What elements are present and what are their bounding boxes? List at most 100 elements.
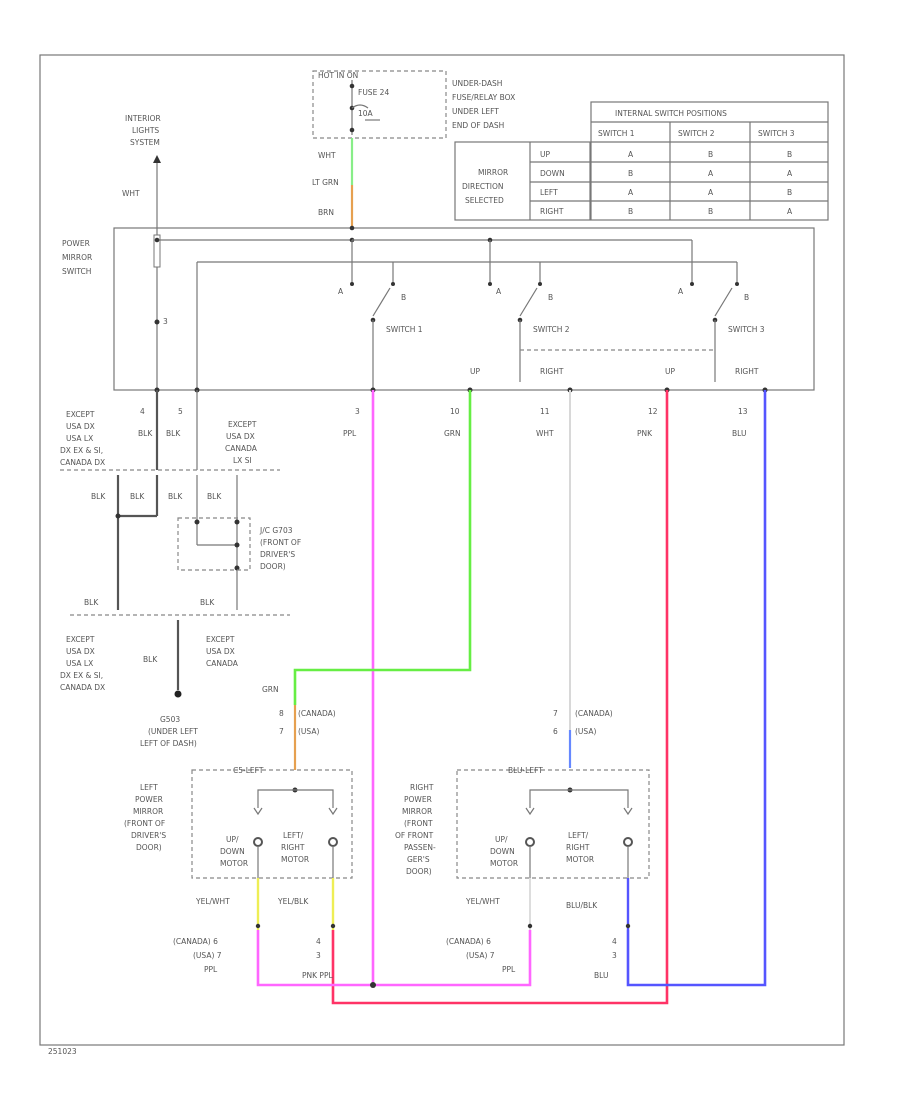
- conn-pin-4: 4: [316, 937, 321, 946]
- fuse-box: [312, 70, 447, 139]
- pin-12: 12: [648, 407, 658, 416]
- except-d-2: USA DX: [206, 647, 235, 656]
- wire-label-yel-wht: YEL/WHT: [195, 897, 230, 906]
- lm-label-5: DRIVER'S: [131, 831, 166, 840]
- wire-pnk: [331, 390, 669, 1005]
- switch2-blade: [519, 287, 538, 317]
- left-power-mirror: [191, 769, 353, 879]
- lm-connector: C5-LEFT: [233, 766, 264, 775]
- wire-ppl-return: [256, 930, 532, 987]
- pin-11: 11: [540, 407, 550, 416]
- table-cell: B: [628, 207, 633, 216]
- lm-lr-2: RIGHT: [281, 843, 305, 852]
- fuse-box-label: HOT IN ON: [318, 71, 358, 80]
- wire-label-blk: BLK: [200, 598, 215, 607]
- lm-ud-3: MOTOR: [220, 859, 248, 868]
- pin-10: 10: [450, 407, 460, 416]
- table-cell: B: [708, 207, 713, 216]
- jc-label-3: DRIVER'S: [260, 550, 295, 559]
- wire-label-blk: BLK: [130, 492, 145, 501]
- table-dir-right: RIGHT: [540, 207, 564, 216]
- table-cell: B: [787, 150, 792, 159]
- table-cell: B: [708, 150, 713, 159]
- table-cell: A: [708, 169, 714, 178]
- conn-canada-6: (CANADA) 6: [446, 937, 491, 946]
- conn-canada-6: (CANADA) 6: [173, 937, 218, 946]
- table-row-header-3: SELECTED: [465, 196, 504, 205]
- switch-position-table: [590, 101, 829, 221]
- table-cell: B: [628, 169, 633, 178]
- ground-icon: [174, 690, 182, 698]
- rm-label-2: POWER: [404, 795, 432, 804]
- up-down-motor-icon: [525, 837, 535, 847]
- except-d-1: EXCEPT: [206, 635, 235, 644]
- except-a-2: USA DX: [66, 422, 95, 431]
- wire-label-yel-blk: YEL/BLK: [277, 897, 309, 906]
- wire-label-pnk-ppl: PNK PPL: [302, 971, 333, 980]
- lm-canada: (CANADA): [298, 709, 336, 718]
- rm-label-7: GER'S: [407, 855, 430, 864]
- fuse-location-2: FUSE/RELAY BOX: [452, 93, 515, 102]
- switch3-label: SWITCH 3: [728, 325, 765, 334]
- switch1-label: SWITCH 1: [386, 325, 423, 334]
- rm-pin-6: 6: [553, 727, 558, 736]
- rm-label-5: OF FRONT: [395, 831, 434, 840]
- fuse-location-4: END OF DASH: [452, 121, 504, 130]
- wire-lt-grn-label: LT GRN: [312, 178, 339, 187]
- rm-connector: BLU-LEFT: [508, 766, 543, 775]
- fuse-name: FUSE 24: [358, 88, 389, 97]
- except-a-3: USA LX: [66, 434, 93, 443]
- except-c-4: DX EX & SI,: [60, 671, 103, 680]
- left-right-motor-icon: [328, 837, 338, 847]
- pin-4: 4: [140, 407, 145, 416]
- table-col-switch2: SWITCH 2: [678, 129, 715, 138]
- term-right-1: RIGHT: [540, 367, 564, 376]
- except-b-4: LX SI: [233, 456, 252, 465]
- rm-label-8: DOOR): [406, 867, 432, 876]
- ground-label-2: (UNDER LEFT: [148, 727, 198, 736]
- illumination-lamp: [153, 234, 161, 268]
- table-title: INTERNAL SWITCH POSITIONS: [615, 109, 727, 118]
- switch2-label: SWITCH 2: [533, 325, 570, 334]
- wire-label-blu: BLU: [732, 429, 746, 438]
- except-a-4: DX EX & SI,: [60, 446, 103, 455]
- switch3-blade: [714, 287, 733, 317]
- except-a-5: CANADA DX: [60, 458, 105, 467]
- term-up-1: UP: [470, 367, 480, 376]
- fuse-amp: 10A: [358, 109, 374, 118]
- pms-label-2: MIRROR: [62, 253, 92, 262]
- table-dir-down: DOWN: [540, 169, 565, 178]
- wire-label-blk: BLK: [143, 655, 158, 664]
- right-power-mirror: [456, 769, 650, 879]
- except-c-5: CANADA DX: [60, 683, 105, 692]
- table-cell: A: [628, 150, 634, 159]
- lm-label-2: POWER: [135, 795, 163, 804]
- up-down-motor-icon: [253, 837, 263, 847]
- rm-lr-2: RIGHT: [566, 843, 590, 852]
- lm-label-1: LEFT: [140, 783, 158, 792]
- wire-label-blk: BLK: [168, 492, 183, 501]
- lm-lr-1: LEFT/: [283, 831, 304, 840]
- interior-label-1: INTERIOR: [125, 114, 161, 123]
- wire-label-blk: BLK: [166, 429, 181, 438]
- wire-label-ppl: PPL: [502, 965, 516, 974]
- jc-label-1: J/C G703: [259, 526, 293, 535]
- wire-label-blk: BLK: [84, 598, 99, 607]
- term-right-2: RIGHT: [735, 367, 759, 376]
- pms-label-3: SWITCH: [62, 267, 91, 276]
- fuse-symbol: [351, 104, 369, 109]
- wire-grn: [293, 390, 472, 705]
- rm-label-1: RIGHT: [410, 783, 434, 792]
- internal-pin-label: 3: [163, 317, 168, 326]
- wire-blu: [626, 390, 767, 987]
- table-cell: A: [628, 188, 634, 197]
- conn-usa-7: (USA) 7: [466, 951, 495, 960]
- lm-label-4: (FRONT OF: [124, 819, 165, 828]
- lm-pin-8: 8: [279, 709, 284, 718]
- junction-connector: [177, 517, 251, 571]
- switch2-b: B: [548, 293, 553, 302]
- term-up-2: UP: [665, 367, 675, 376]
- diagram-code: 251023: [48, 1047, 77, 1056]
- wire-label-blk: BLK: [91, 492, 106, 501]
